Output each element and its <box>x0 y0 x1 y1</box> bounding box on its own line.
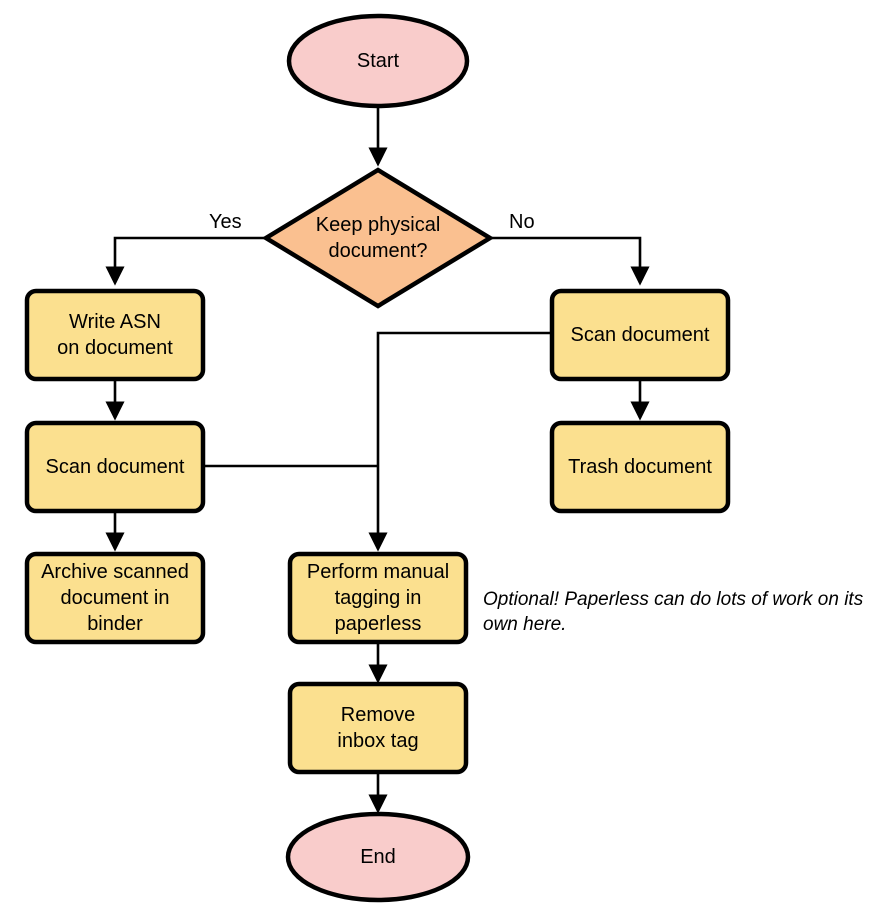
edge-label-no: No <box>509 211 535 233</box>
node-decision-keep-physical-document[interactable] <box>261 167 495 309</box>
edge-decision-no-to-scan-right <box>490 236 650 286</box>
node-archive-scanned-document[interactable] <box>24 551 206 645</box>
node-trash-document[interactable] <box>549 420 731 514</box>
node-write-asn[interactable] <box>24 288 206 382</box>
node-perform-manual-tagging[interactable] <box>287 551 469 645</box>
connector-group <box>105 102 650 814</box>
node-end[interactable] <box>285 811 471 903</box>
node-remove-inbox-tag[interactable] <box>287 681 469 775</box>
edge-scan-right-to-tagging <box>368 331 550 552</box>
node-start[interactable] <box>286 13 470 109</box>
note-optional-paperless: Optional! Paperless can do lots of work … <box>483 589 864 635</box>
node-scan-document-left[interactable] <box>24 420 206 514</box>
edge-label-yes: Yes <box>209 211 242 233</box>
node-scan-document-right[interactable] <box>549 288 731 382</box>
edge-decision-yes-to-write-asn <box>105 236 265 286</box>
